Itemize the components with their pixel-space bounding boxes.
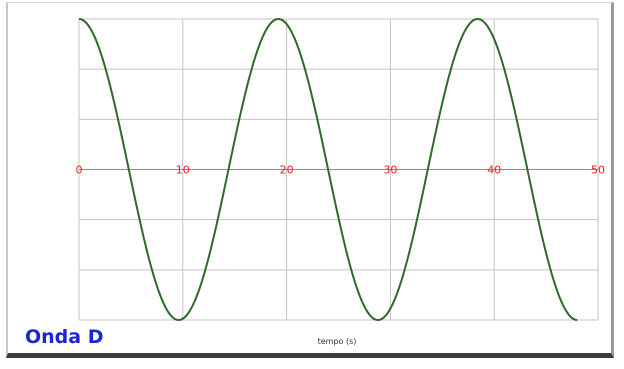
wave-series-line [78,17,578,322]
x-tick-labels: 0 10 20 30 40 50 [76,164,606,177]
x-tick-label: 10 [176,164,190,177]
x-tick-label: 50 [591,164,605,177]
x-tick-label: 40 [487,164,501,177]
chart-title: Onda D [25,326,104,348]
grid [78,18,599,321]
x-axis-label: tempo (s) [318,337,357,346]
x-tick-label: 20 [280,164,294,177]
x-tick-label: 30 [383,164,397,177]
x-tick-label: 0 [76,164,83,177]
chart-frame [6,2,614,358]
